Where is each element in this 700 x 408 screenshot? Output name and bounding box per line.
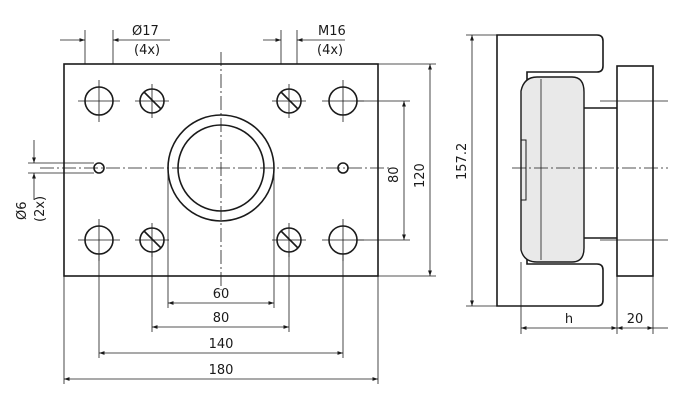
dim-depth-label: h (565, 312, 573, 327)
dim-hole-spacing-label: 140 (209, 337, 234, 352)
dim-width-180: 180 (63, 276, 379, 384)
dim-bore-label: 60 (213, 287, 230, 302)
hole-small-count-label: (2x) (33, 196, 48, 222)
hole-large-count-label: (4x) (134, 43, 160, 58)
threaded-holes (139, 88, 302, 253)
hole-large-dia-label: Ø17 (132, 24, 159, 39)
small-holes (93, 162, 349, 174)
dim-total-height-label: 157.2 (455, 143, 470, 180)
dim-width-label: 180 (209, 363, 234, 378)
dim-height-outer-label: 120 (413, 163, 428, 188)
side-plate (616, 65, 654, 277)
thread-size-label: M16 (318, 24, 346, 39)
dim-height-inner-label: 80 (387, 166, 402, 183)
dim-thread-80: 80 (151, 252, 290, 332)
dim-bore-60: 60 (167, 168, 275, 308)
hole-small-dia-label: Ø6 (15, 201, 30, 220)
dim-height-120: 120 (378, 63, 436, 277)
dim-holes-140: 140 (98, 254, 344, 358)
front-view: Ø17 (4x) M16 (4x) Ø6 (2x) 60 (15, 24, 436, 384)
dim-height-80: 80 (357, 100, 410, 241)
side-shaft (584, 107, 617, 239)
side-body (496, 34, 604, 307)
callout-hole-small: Ø6 (2x) (15, 140, 94, 222)
clamp-profile (520, 76, 585, 263)
callout-hole-large: Ø17 (4x) (60, 24, 170, 64)
dim-depth-h: h (520, 262, 618, 334)
side-view: 157.2 h 20 (455, 34, 668, 334)
callout-thread: M16 (4x) (263, 24, 346, 64)
thread-count-label: (4x) (317, 43, 343, 58)
dim-plate-label: 20 (627, 312, 644, 327)
dim-thread-spacing-label: 80 (213, 311, 230, 326)
dim-plate-20: 20 (617, 276, 668, 334)
dim-total-height: 157.2 (455, 34, 497, 307)
clamp-slot (520, 139, 527, 201)
